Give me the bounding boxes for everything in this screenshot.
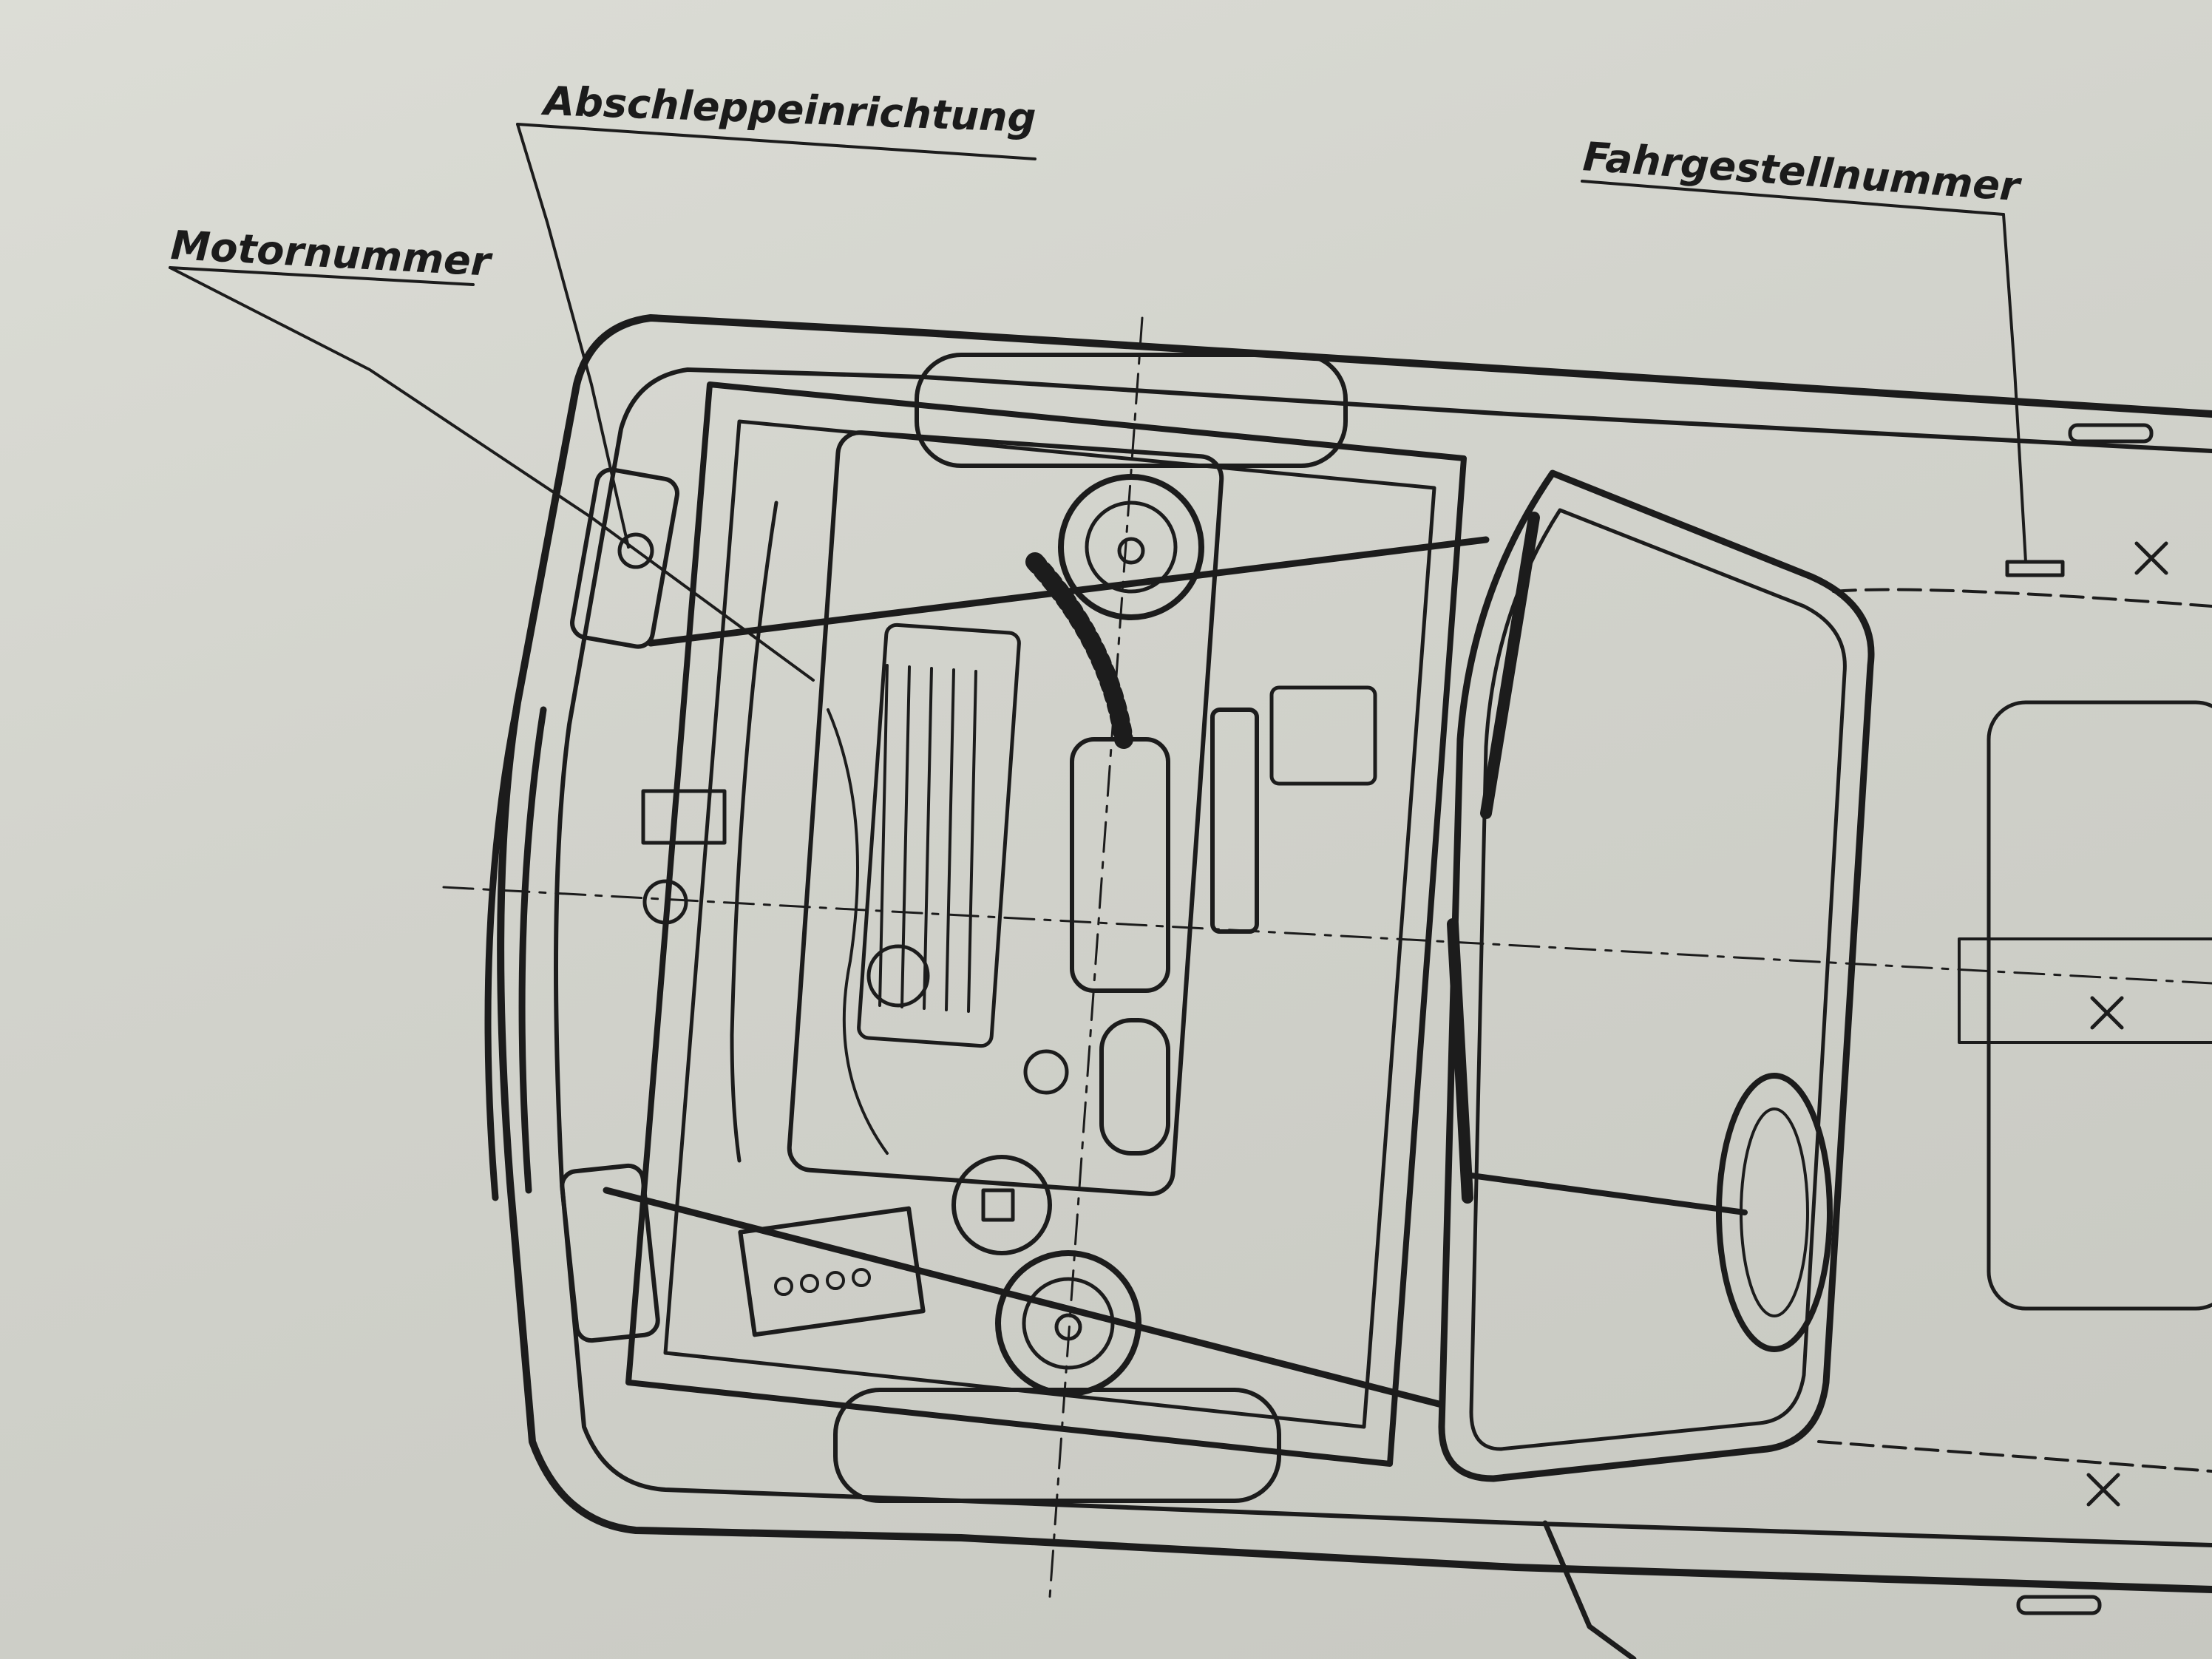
- expansion-tank: [1070, 737, 1170, 993]
- jacking-points: [2086, 541, 2168, 1507]
- battery-cells: [774, 1268, 871, 1296]
- front-seat-area: [1987, 700, 2212, 1311]
- label-engine-underline: [169, 266, 475, 286]
- wiper-left: [1480, 512, 1540, 819]
- center-line: [442, 886, 2212, 985]
- engine-bay: [442, 316, 2212, 1598]
- spare-wheel-hub: [995, 1250, 1141, 1397]
- cabin: [1438, 423, 2212, 1659]
- windshield-inner: [1469, 508, 1847, 1451]
- engine-block: [787, 430, 1224, 1196]
- label-tow-underline: [516, 123, 1037, 160]
- distributor: [1023, 1049, 1069, 1095]
- hood-outline: [625, 381, 1467, 1467]
- fuel-line: [827, 708, 889, 1155]
- label-engine-number: Motornummer: [169, 222, 815, 682]
- engine-components: [641, 430, 1377, 1397]
- left-wheel-well: [915, 353, 1348, 468]
- front-bumper: [484, 699, 547, 1201]
- door-handle-right: [2016, 1595, 2102, 1615]
- intake-hose: [1025, 552, 1133, 749]
- horn: [642, 879, 688, 925]
- leader-line-engine: [169, 266, 815, 682]
- body-inner-outline: [554, 367, 2212, 1547]
- windshield: [1438, 469, 1875, 1482]
- spare-wheel-hub-nut: [1054, 1313, 1082, 1341]
- air-filter-inner: [1085, 501, 1178, 594]
- sill-line-bottom: [1817, 1440, 2212, 1473]
- brake-master-cylinder: [1210, 708, 1259, 934]
- side-mirror: [1542, 1520, 1637, 1659]
- cooling-fins: [878, 664, 977, 1013]
- washer-reservoir: [641, 789, 727, 845]
- carburettor: [1099, 1018, 1170, 1156]
- alternator: [951, 1155, 1052, 1255]
- wiper-right: [1447, 918, 1473, 1204]
- oil-filler-cap: [866, 944, 930, 1008]
- spare-wheel-hub-inner: [1022, 1277, 1115, 1370]
- right-headlight: [560, 1163, 660, 1343]
- steering-column: [1468, 1173, 1748, 1215]
- body-outline: [497, 314, 2212, 1593]
- alternator-core: [981, 1188, 1015, 1222]
- door-handle-left: [2068, 423, 2154, 444]
- label-tow-device: Abschleppeinrichtung: [516, 78, 1037, 549]
- steering-wheel: [1716, 1073, 1833, 1352]
- wiring-harness: [730, 501, 778, 1163]
- sill-line-top: [1832, 588, 2212, 608]
- air-filter-nut: [1117, 537, 1145, 565]
- steering-wheel-inner: [1740, 1107, 1809, 1317]
- front-axle-line: [1048, 316, 1144, 1598]
- left-headlight: [570, 467, 679, 649]
- tow-eye: [617, 532, 654, 569]
- hood-rod-bottom: [603, 1187, 1445, 1408]
- air-filter: [1058, 474, 1204, 620]
- chassis-number-plate: [2005, 560, 2065, 577]
- cylinder-head: [857, 622, 1021, 1048]
- label-chassis-number: Fahrgestellnummer: [1581, 133, 2027, 563]
- leader-line-chassis: [2002, 213, 2027, 563]
- brake-fluid-reservoir: [1269, 685, 1377, 786]
- car-body: [484, 314, 2212, 1593]
- battery: [738, 1206, 926, 1337]
- label-chassis-underline: [1581, 180, 2005, 216]
- leader-line-tow: [516, 123, 630, 549]
- tunnel: [1958, 937, 2212, 1044]
